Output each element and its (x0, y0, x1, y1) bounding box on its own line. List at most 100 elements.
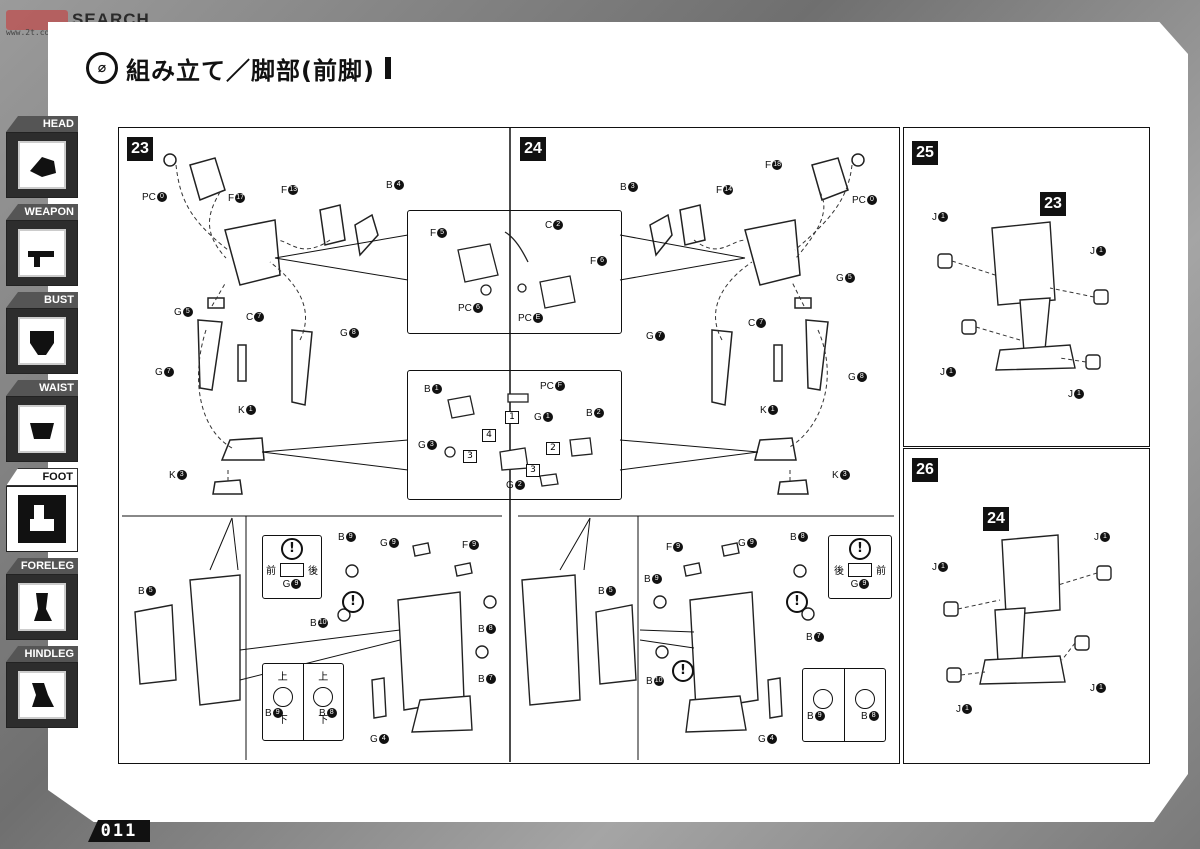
inset2-drawing (444, 393, 593, 487)
sidebar-thumbnail-box (6, 132, 78, 198)
sidebar-thumbnail-box (6, 396, 78, 462)
front-label: 前 (876, 566, 886, 577)
sub23-detail-drawing (134, 542, 497, 733)
inset-box-b1-assembly (407, 370, 622, 500)
foreleg-icon (18, 583, 66, 631)
back-label: 後 (834, 566, 844, 577)
sidebar-thumbnail-box (6, 220, 78, 286)
sidebar-item-label: HINDLEG (6, 646, 78, 662)
head-icon (18, 141, 66, 189)
order-step: 4 (482, 429, 496, 442)
part-circle-icon (854, 689, 875, 709)
top-label: 上 (318, 672, 329, 683)
sidebar-item-head[interactable]: HEAD (6, 116, 78, 198)
step23-leg-drawing (163, 153, 379, 495)
order-step: 3 (526, 464, 540, 477)
sidebar-item-label: FOOT (6, 468, 78, 486)
step25-leg-drawing (937, 221, 1109, 371)
sub24-detail-drawing (521, 542, 815, 733)
warning-icon: ! (342, 591, 364, 613)
sidebar-item-label: FORELEG (6, 558, 78, 574)
part-orientation-icon (848, 562, 872, 577)
sidebar-item-weapon[interactable]: WEAPON (6, 204, 78, 286)
sidebar-item-foreleg[interactable]: FORELEG (6, 558, 78, 640)
hindleg-icon (18, 671, 66, 719)
step-number-26: 26 (912, 458, 938, 482)
inset-box-f5-assembly (407, 210, 622, 334)
warning-icon: ! (672, 660, 694, 682)
part-circle-icon (272, 687, 293, 707)
step-number-23: 23 (127, 137, 153, 161)
waist-icon (18, 405, 66, 453)
sidebar-item-hindleg[interactable]: HINDLEG (6, 646, 78, 728)
bottom-label: 下 (277, 715, 288, 726)
weapon-icon (18, 229, 66, 277)
sidebar-thumbnail-box (6, 662, 78, 728)
sidebar-item-label: BUST (6, 292, 78, 308)
foot-icon (18, 495, 66, 543)
part-orientation-icon (280, 562, 304, 577)
sidebar-thumbnail-box (6, 486, 78, 552)
step26-leg-drawing (943, 534, 1112, 685)
warning-icon: ! (281, 538, 303, 560)
ref-step-23: 23 (1040, 192, 1066, 216)
sidebar-item-bust[interactable]: BUST (6, 292, 78, 374)
sidebar-item-foot[interactable]: FOOT (6, 468, 78, 552)
sidebar-item-label: WAIST (6, 380, 78, 396)
sidebar-item-waist[interactable]: WAIST (6, 380, 78, 462)
order-step: 1 (505, 411, 519, 424)
back-label: 後 (308, 566, 318, 577)
order-step: 2 (546, 442, 560, 455)
watermark-sub: www.2t.com (6, 28, 55, 37)
